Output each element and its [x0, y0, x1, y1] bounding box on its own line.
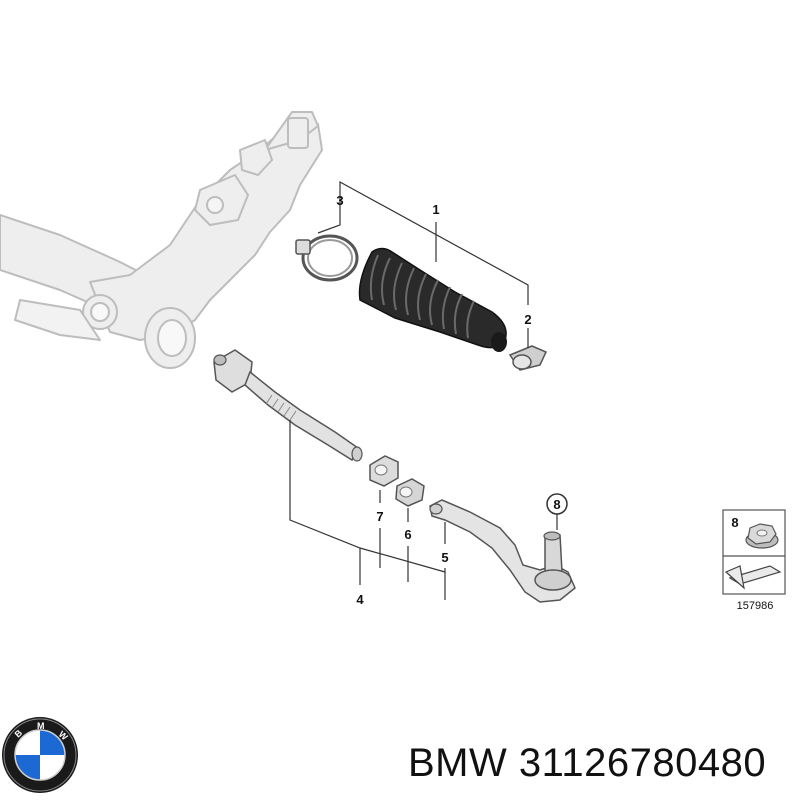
- part-2-clip: [508, 345, 548, 371]
- part-4-inner-tie-rod: [213, 349, 363, 462]
- callout-4: 4: [356, 592, 364, 607]
- callout-8-circle: 8: [546, 493, 568, 515]
- callout-5: 5: [441, 550, 448, 565]
- part-7-lock-nut: [369, 455, 399, 487]
- callout-6: 6: [404, 527, 411, 542]
- callout-1: 1: [432, 202, 439, 217]
- part-1-bellows-boot: [358, 247, 507, 352]
- callout-7: 7: [376, 509, 383, 524]
- legend-item-label: 8: [731, 515, 738, 530]
- svg-text:M: M: [37, 721, 45, 731]
- bmw-logo: B M W: [2, 717, 78, 793]
- part-5-tie-rod-end: [429, 499, 576, 603]
- brand-name: BMW: [408, 741, 508, 785]
- callout-3: 3: [336, 193, 343, 208]
- callout-8: 8: [553, 497, 560, 512]
- svg-text:B: B: [13, 727, 25, 739]
- leader-lines: [289, 180, 558, 600]
- part-3-clamp: [295, 234, 359, 282]
- part-caption: BMW 31126780480: [408, 738, 792, 788]
- legend-box: 8: [722, 509, 786, 595]
- callout-2: 2: [524, 312, 531, 327]
- lock-nut-icon: [745, 523, 779, 549]
- figure-number: 157986: [737, 600, 774, 612]
- part-number: 31126780480: [518, 741, 767, 785]
- steering-rack-housing: [0, 111, 323, 369]
- part-6-collar: [395, 478, 425, 507]
- arrow-icon: [724, 565, 782, 590]
